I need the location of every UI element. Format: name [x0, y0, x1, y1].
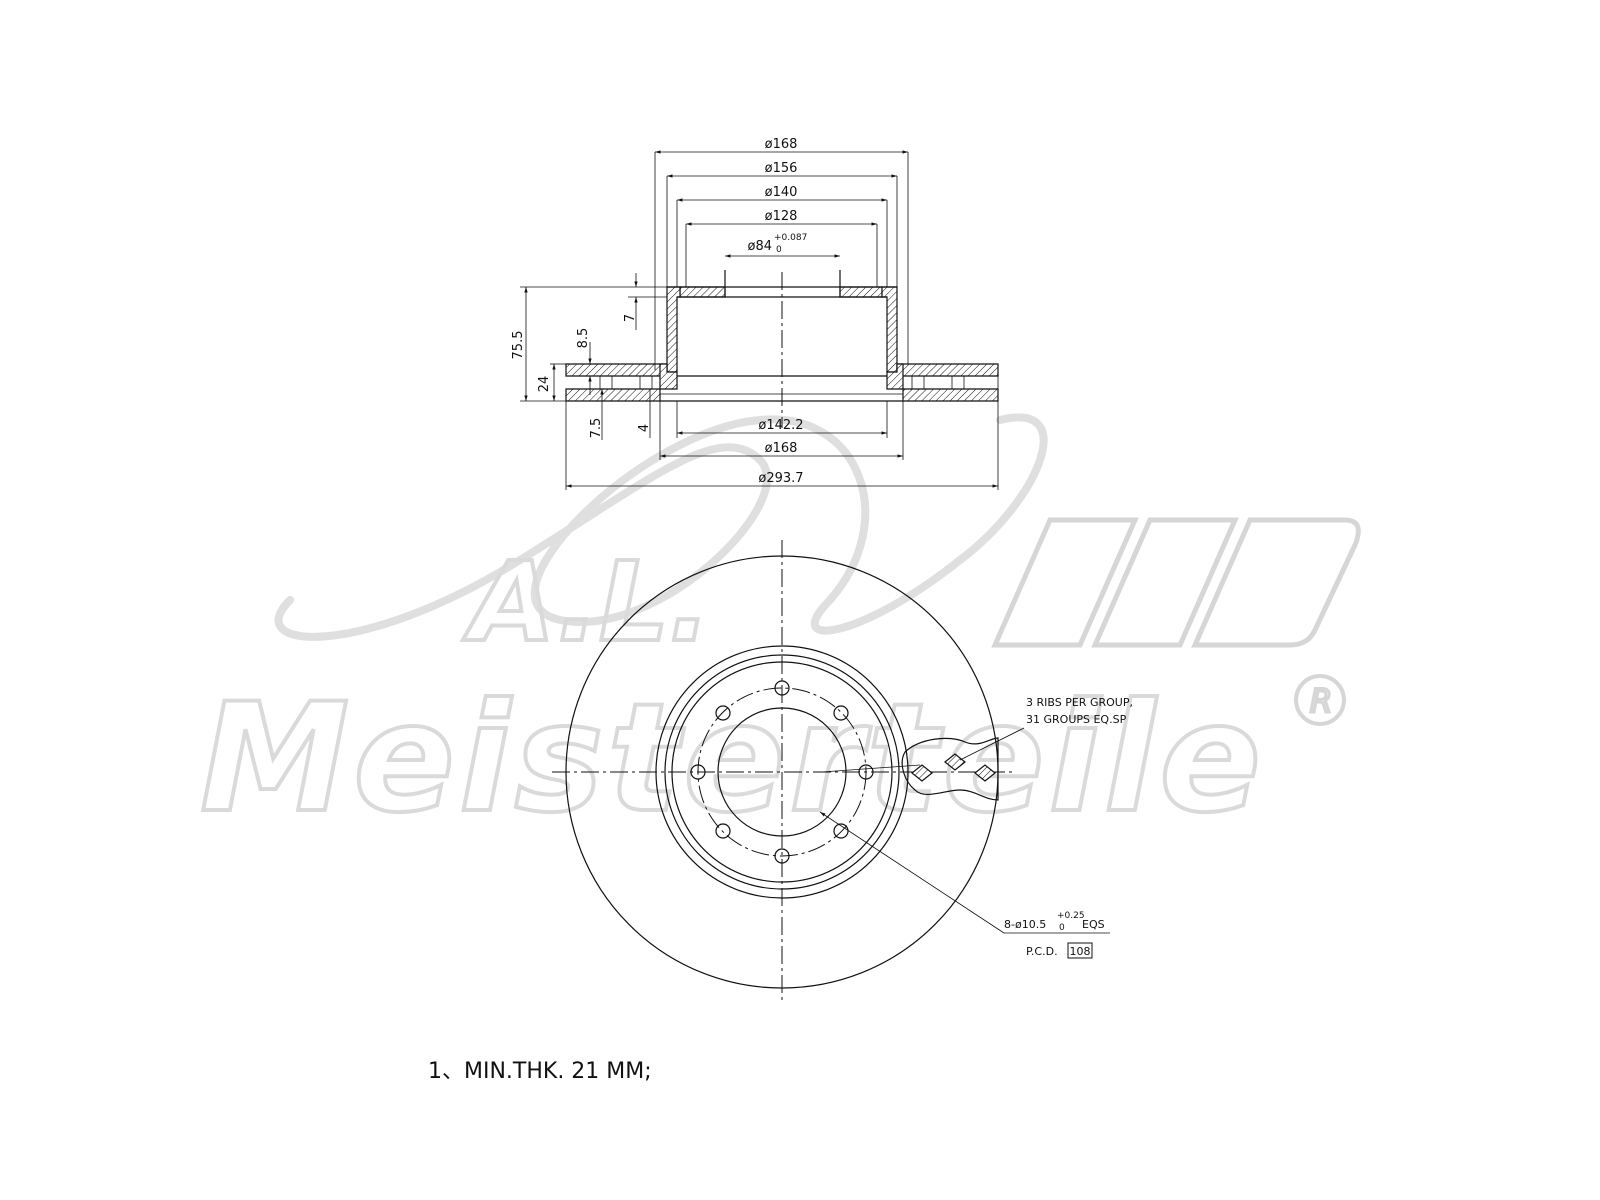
ribs-note-line1: 3 RIBS PER GROUP, — [1026, 696, 1133, 709]
dim-height-75-5: 75.5 — [511, 331, 526, 360]
section-view: ø168 ø156 ø140 ø128 ø84 +0.087 0 75.5 — [511, 137, 999, 490]
hub-right-wall — [881, 286, 898, 373]
rib-cutaway-detail — [901, 737, 999, 801]
min-thickness-note: 1、MIN.THK. 21 MM; — [428, 1059, 652, 1084]
dim-bore-tol-lower: 0 — [776, 245, 782, 255]
front-view: 3 RIBS PER GROUP, 31 GROUPS EQ.SP 8-ø10.… — [552, 540, 1133, 1002]
dim-top-156: ø156 — [765, 161, 798, 176]
dim-bottom-293-7: ø293.7 — [758, 471, 803, 486]
dim-bottom-142-2: ø142.2 — [758, 418, 803, 433]
ribs-note-line2: 31 GROUPS EQ.SP — [1026, 713, 1127, 726]
pcd-value-box — [1067, 942, 1093, 959]
pcd-value: 108 — [1070, 945, 1091, 958]
bottom-diameter-dims: ø142.2 ø168 ø293.7 — [565, 370, 999, 490]
holes-suffix: EQS — [1082, 918, 1105, 931]
top-diameter-dims: ø168 ø156 ø140 ø128 ø84 +0.087 0 — [654, 137, 909, 370]
dim-top-128: ø128 — [765, 209, 798, 224]
dim-offset-8-5: 8.5 — [576, 328, 591, 349]
hub-bottom-flange-right — [886, 363, 904, 390]
dim-bore-84: ø84 — [748, 239, 773, 254]
disc-left-upper-ring — [565, 363, 668, 377]
disc-right-lower-ring — [902, 388, 999, 402]
watermark-logo-letters: A.L. — [462, 538, 711, 666]
dim-flange-7: 7 — [623, 314, 638, 322]
brand-watermark: A.L. Meisterteile R — [198, 413, 1361, 848]
disc-left-lower-ring — [565, 388, 661, 402]
rib-section-2 — [944, 753, 966, 771]
holes-tol-lower: 0 — [1059, 923, 1065, 933]
watermark-registered-circle — [1294, 674, 1346, 726]
dim-step-4: 4 — [637, 424, 652, 432]
hub-bottom-flange — [659, 363, 678, 390]
watermark-script-swoosh — [274, 413, 1048, 641]
dim-bore-tol-upper: +0.087 — [774, 233, 807, 243]
vent-ribs — [599, 376, 965, 389]
rib-section-3 — [974, 764, 996, 782]
hub-top-plate — [679, 286, 726, 298]
hub-top-plate-right — [839, 286, 883, 298]
holes-label: 8-ø10.5 — [1004, 918, 1046, 931]
dim-thickness-24: 24 — [537, 376, 552, 393]
rib-section-1 — [911, 764, 933, 782]
dim-top-168: ø168 — [765, 137, 798, 152]
hub-left-wall — [666, 286, 681, 373]
pcd-label: P.C.D. — [1026, 945, 1058, 958]
disc-right-upper-ring — [896, 363, 999, 377]
rib-center-leader — [821, 764, 921, 773]
dim-bottom-168: ø168 — [765, 441, 798, 456]
dim-face-7-5: 7.5 — [589, 418, 604, 439]
watermark-brand: Meisterteile — [200, 672, 1265, 846]
rib-leader-line — [959, 727, 1025, 761]
watermark-stripes — [991, 517, 1361, 648]
watermark-registered-mark: R — [1310, 682, 1332, 720]
holes-leader-line — [819, 811, 1005, 934]
dim-top-140: ø140 — [765, 185, 798, 200]
holes-tol-upper: +0.25 — [1057, 911, 1085, 921]
left-height-dims: 75.5 24 8.5 7.5 4 7 — [511, 273, 667, 440]
